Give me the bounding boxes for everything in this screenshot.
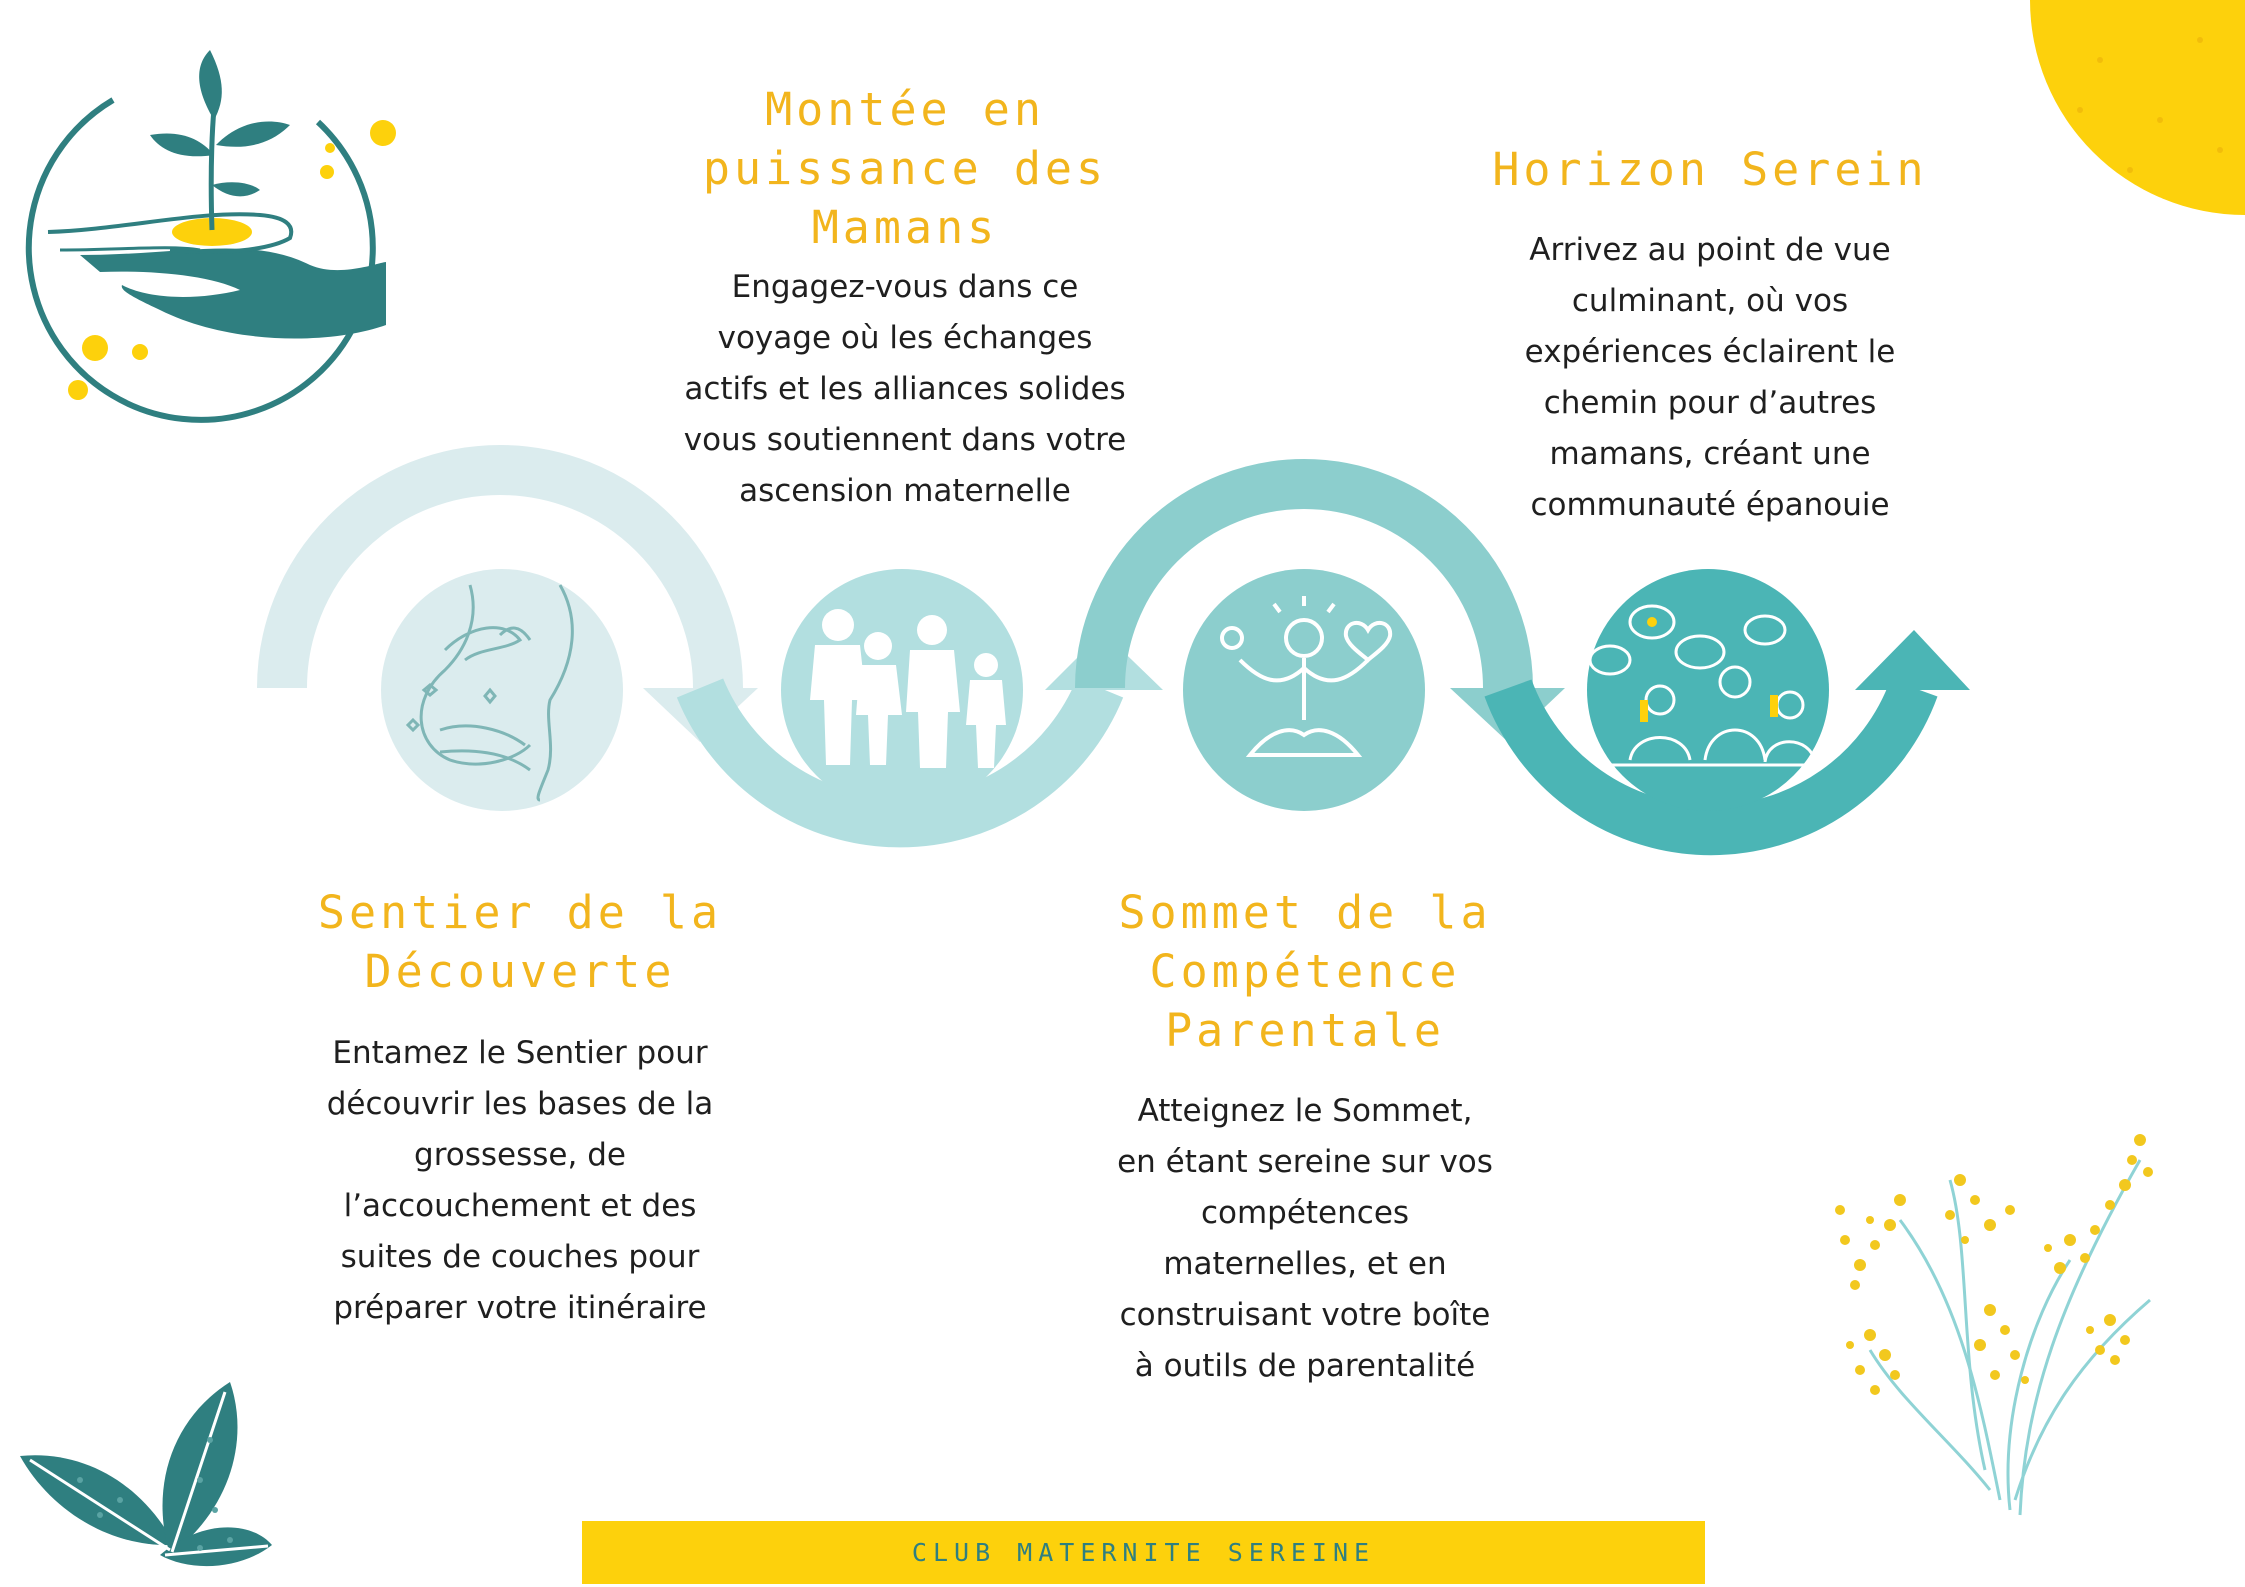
stage-4-title: Horizon Serein — [1492, 143, 1928, 196]
women-discussion-icon — [1587, 569, 1829, 811]
sun-quarter-icon — [2030, 0, 2245, 215]
footer-banner: CLUB MATERNITE SEREINE — [582, 1521, 1705, 1584]
stage-3-description: Atteignez le Sommet,en étant sereine sur… — [1117, 1093, 1493, 1384]
leaves-icon — [20, 1382, 272, 1567]
meditating-person-icon — [1183, 569, 1425, 811]
family-silhouette-icon — [781, 569, 1023, 811]
journey-wave-path — [257, 445, 1970, 856]
mimosa-flowers-icon — [1835, 1134, 2153, 1516]
footer-label: CLUB MATERNITE SEREINE — [911, 1538, 1376, 1567]
hands-holding-sprout-icon — [25, 50, 396, 423]
pregnant-woman-icon — [381, 569, 623, 811]
